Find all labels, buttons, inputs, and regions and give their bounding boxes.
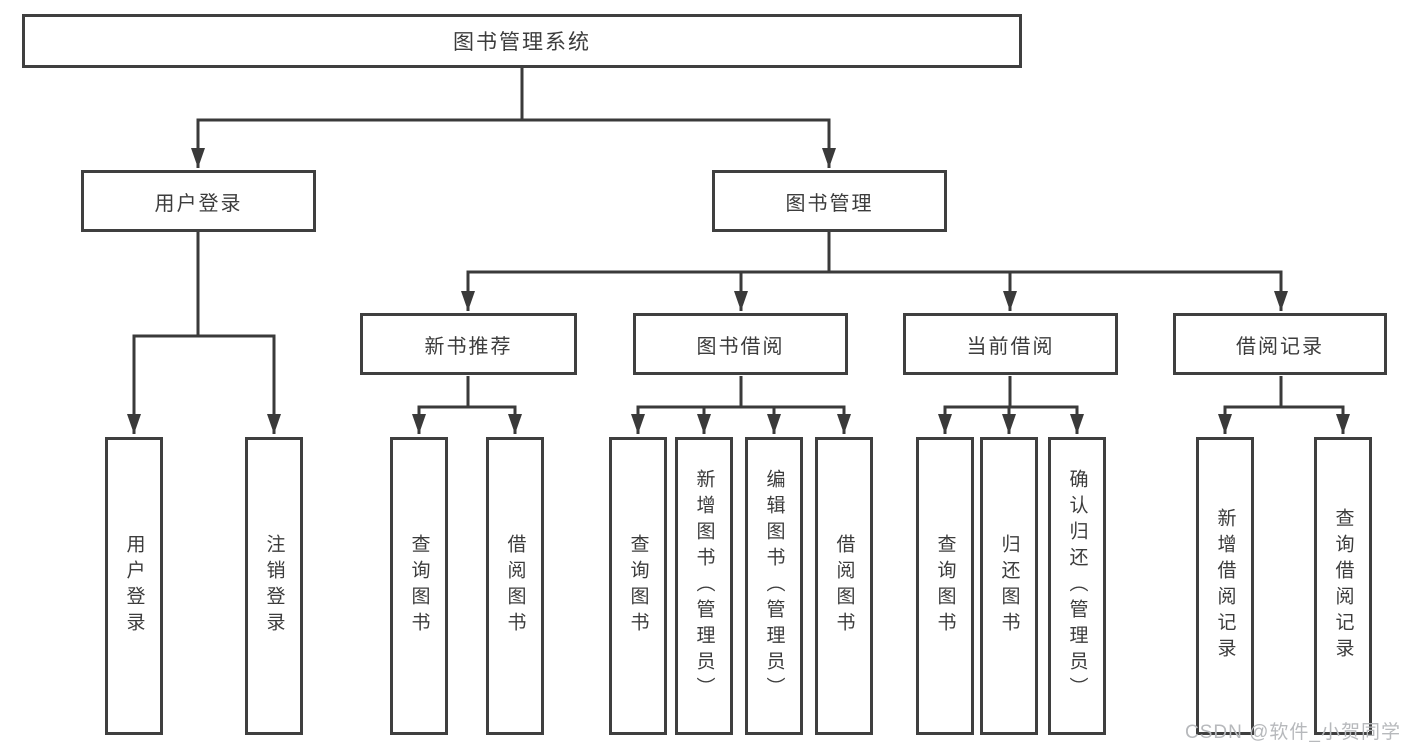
leaf-borrow-books-recommend: 借阅图书 (486, 437, 544, 735)
leaf-confirm-return-admin: 确认归还（管理员） (1048, 437, 1106, 735)
leaf-add-books-admin: 新增图书（管理员） (675, 437, 733, 735)
node-module-book-borrowing: 图书借阅 (633, 313, 848, 375)
node-module-current-borrowing: 当前借阅 (903, 313, 1118, 375)
node-module-borrow-records: 借阅记录 (1173, 313, 1387, 375)
node-root-library-management-system: 图书管理系统 (22, 14, 1022, 68)
leaf-edit-books-admin: 编辑图书（管理员） (745, 437, 803, 735)
leaf-user-login: 用户登录 (105, 437, 163, 735)
leaf-borrow-books-borrowing: 借阅图书 (815, 437, 873, 735)
node-branch-user-login: 用户登录 (81, 170, 316, 232)
leaf-query-books-recommend: 查询图书 (390, 437, 448, 735)
node-branch-book-management: 图书管理 (712, 170, 947, 232)
leaf-return-books: 归还图书 (980, 437, 1038, 735)
leaf-query-books-borrowing: 查询图书 (609, 437, 667, 735)
csdn-watermark: CSDN @软件_小贺同学 (1185, 722, 1401, 743)
leaf-query-borrow-record: 查询借阅记录 (1314, 437, 1372, 735)
node-module-new-book-recommendation: 新书推荐 (360, 313, 577, 375)
leaf-logout: 注销登录 (245, 437, 303, 735)
leaf-query-books-current: 查询图书 (916, 437, 974, 735)
leaf-add-borrow-record: 新增借阅记录 (1196, 437, 1254, 735)
